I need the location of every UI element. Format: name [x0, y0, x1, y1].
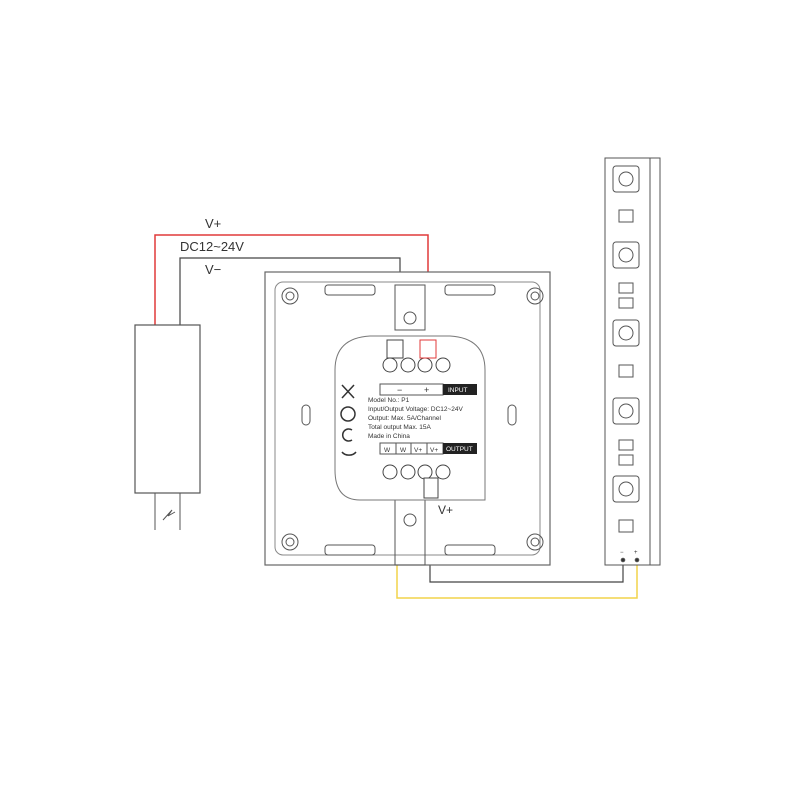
spec-model: Model No.: P1	[368, 397, 410, 404]
spec-voltage: Input/Output Voltage: DC12~24V	[368, 406, 464, 413]
certification-icon	[340, 406, 356, 422]
spec-total: Total output Max. 15A	[368, 424, 432, 431]
spec-made: Made in China	[368, 433, 410, 440]
label-v-plus: V+	[205, 216, 221, 231]
output-w1: W	[384, 447, 391, 454]
strip-plus: +	[634, 550, 638, 556]
output-vplus1: V+	[414, 447, 422, 454]
power-icon	[162, 509, 176, 521]
output-title: OUTPUT	[446, 446, 473, 453]
label-dc: DC12~24V	[180, 239, 244, 254]
led-strip	[604, 157, 661, 566]
ce-mark-icon	[342, 428, 353, 442]
output-w2: W	[400, 447, 407, 454]
output-vplus2: V+	[430, 447, 438, 454]
input-terminal-strip	[379, 383, 444, 396]
input-minus: −	[397, 385, 402, 395]
strip-minus: −	[620, 550, 624, 556]
power-supply	[134, 324, 201, 530]
input-title: INPUT	[448, 387, 468, 394]
led-chips	[612, 165, 640, 503]
label-v-plus-out: V+	[438, 503, 453, 517]
spec-output: Output: Max. 5A/Channel	[368, 415, 442, 422]
controller-panel: − + INPUT Model No.: P1 Input/Output Vol…	[264, 271, 551, 566]
label-v-minus: V−	[205, 262, 221, 277]
resistors	[618, 209, 634, 533]
weee-icon	[341, 384, 355, 399]
input-plus: +	[424, 385, 429, 395]
